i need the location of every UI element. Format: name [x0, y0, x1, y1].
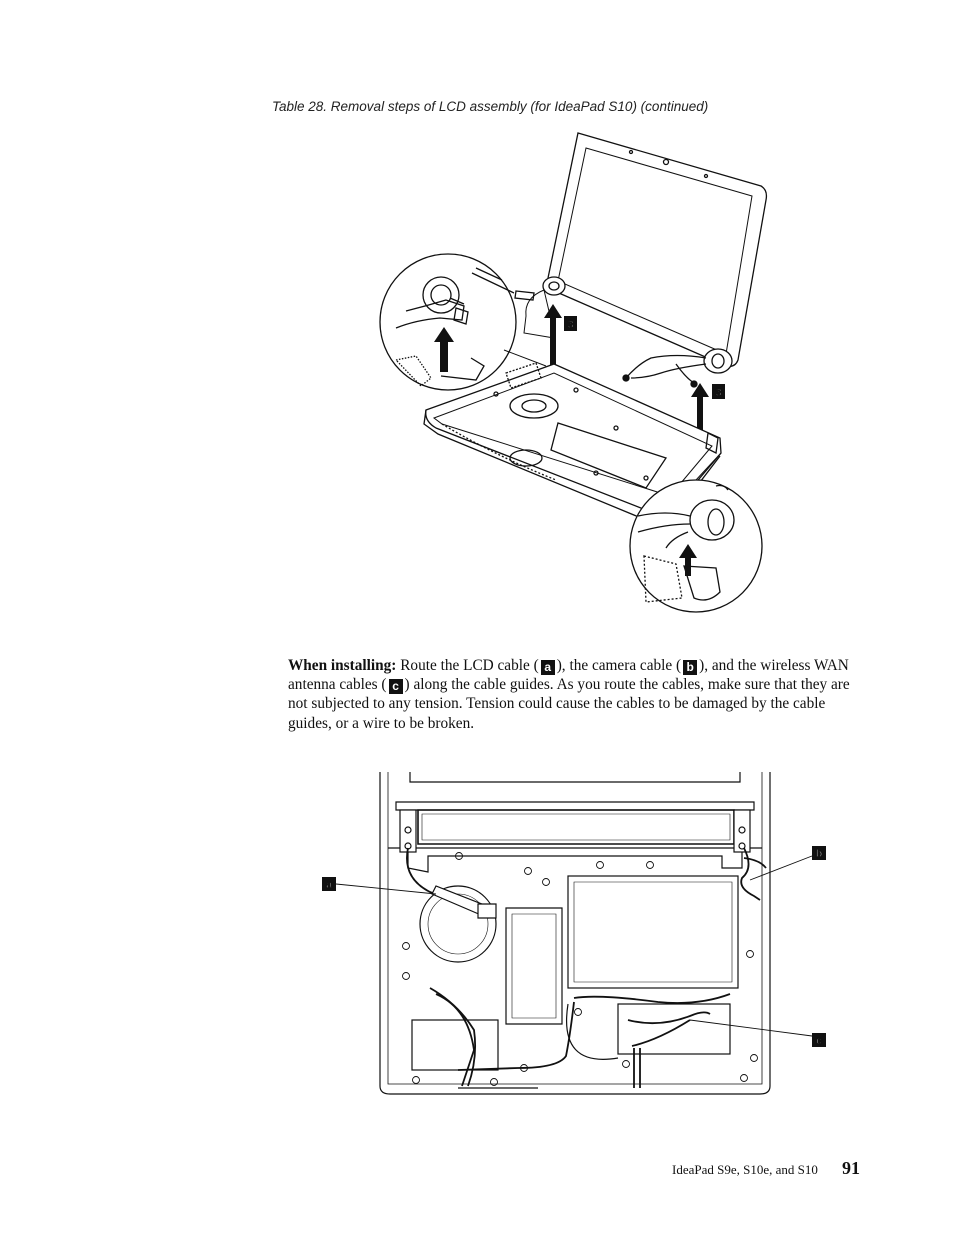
chassis-outline: [379, 772, 771, 1095]
lower-bays: [411, 1003, 731, 1089]
callout-a-label: a: [322, 877, 437, 895]
callout-b: b: [683, 660, 698, 675]
installing-text-4: ) along the cable guides. As you route t…: [288, 676, 850, 732]
svg-text:b: b: [816, 848, 823, 860]
installing-text-1: Route the LCD cable (: [400, 657, 539, 674]
svg-text:c: c: [816, 1035, 822, 1047]
svg-text:a: a: [326, 879, 333, 891]
lcd-removal-illustration: 3 3: [379, 132, 768, 613]
screws: [402, 852, 758, 1086]
base-chassis: [423, 362, 722, 523]
left-hinge-detail-circle: [379, 253, 517, 391]
footer-text: IdeaPad S9e, S10e, and S10: [672, 1162, 818, 1177]
table-caption: Table 28. Removal steps of LCD assembly …: [272, 99, 709, 114]
battery-bay: [505, 875, 739, 1025]
callout-c: c: [388, 679, 403, 695]
right-hinge-detail-circle: [629, 479, 763, 613]
callout-c-label: c: [689, 1019, 826, 1048]
cable-routing-illustration: a b c: [322, 772, 826, 1095]
installing-text-2: ), the camera cable (: [556, 657, 682, 674]
installing-text-3: ), and the wireless WAN antenna cables (: [288, 657, 849, 694]
cables: [406, 847, 767, 1088]
right-hinge: [622, 348, 733, 388]
installing-heading: When installing:: [288, 657, 397, 674]
svg-text:3: 3: [567, 319, 573, 331]
hinge-brackets: [399, 809, 751, 853]
page-number: 91: [842, 1158, 860, 1178]
step-label-3-left: 3: [564, 316, 577, 332]
lcd-panel: [546, 132, 768, 368]
lift-arrows: [544, 304, 709, 448]
callout-b-label: b: [749, 846, 826, 881]
callout-a: a: [540, 660, 555, 675]
step-label-3-right: 3: [712, 384, 725, 400]
svg-text:3: 3: [715, 387, 721, 399]
left-hinge: [514, 276, 566, 339]
installing-instructions: When installing: Route the LCD cable (a)…: [288, 656, 860, 733]
